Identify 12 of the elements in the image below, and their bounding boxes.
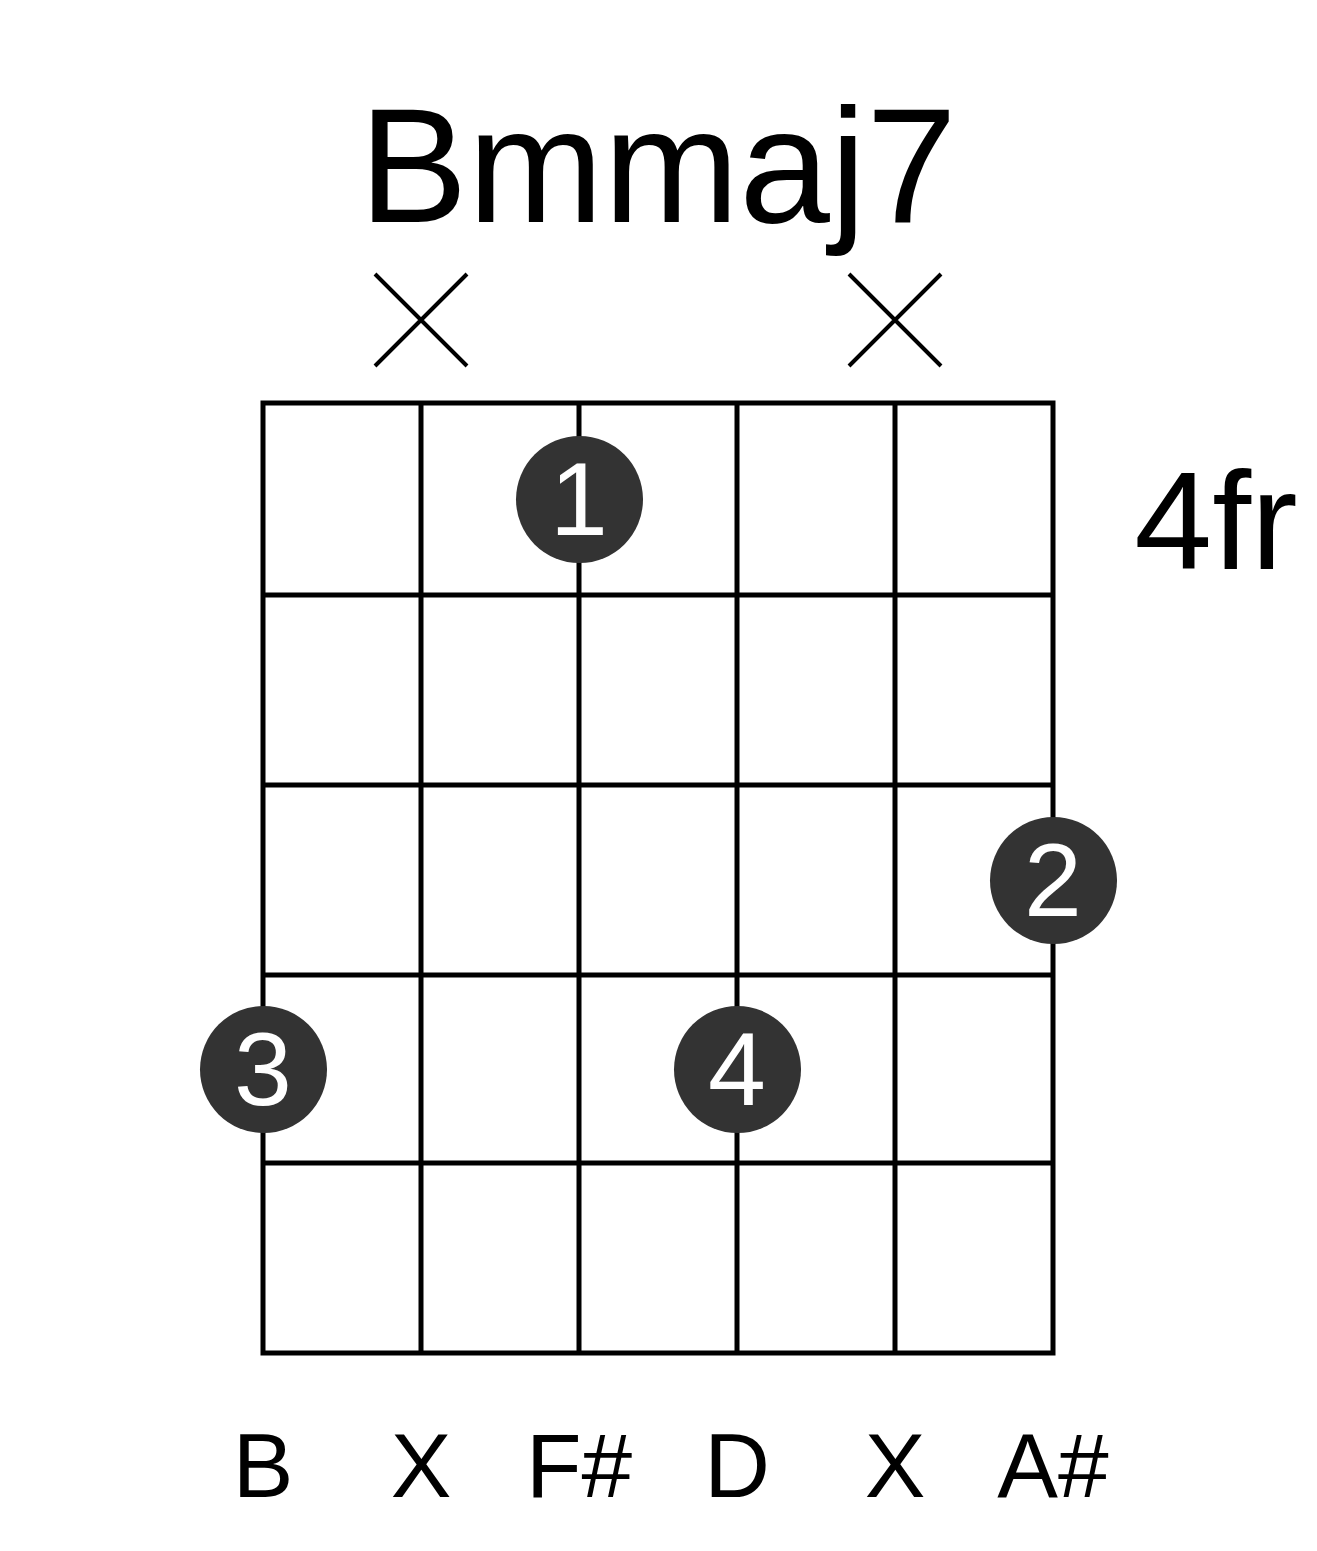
string-note-label: X — [864, 1419, 926, 1511]
finger-dot: 1 — [515, 435, 643, 563]
finger-dot: 2 — [989, 816, 1117, 944]
finger-dot: 3 — [199, 1005, 327, 1133]
string-note-label: X — [390, 1419, 452, 1511]
fret-number-label: 4fr — [1134, 451, 1298, 591]
string-note-label: B — [232, 1419, 294, 1511]
string-note-label: A# — [997, 1419, 1109, 1511]
string-note-label: D — [704, 1419, 770, 1511]
chord-title: Bmmaj7 — [359, 73, 957, 260]
string-note-label: F# — [525, 1419, 633, 1511]
finger-dot: 4 — [673, 1005, 801, 1133]
